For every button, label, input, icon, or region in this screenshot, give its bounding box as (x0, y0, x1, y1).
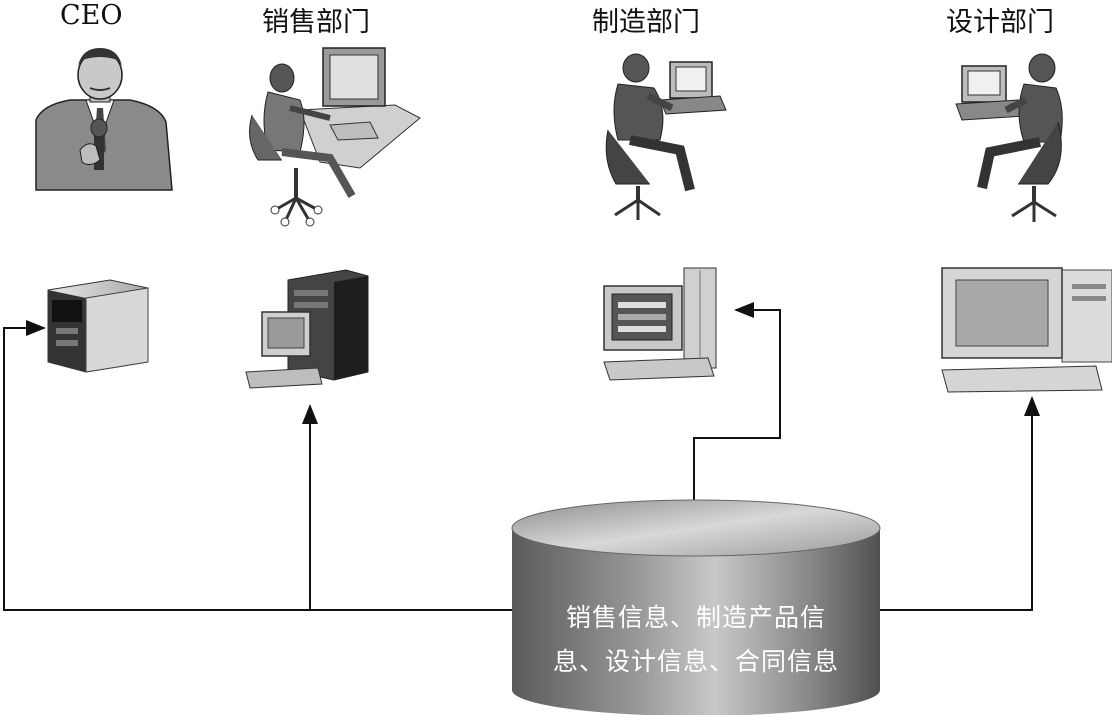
person-at-desk-icon-manufacturing (606, 54, 726, 220)
computer-icon-manufacturing (604, 268, 716, 380)
presenter-icon (36, 48, 172, 190)
workstation-icon (246, 270, 368, 388)
database-label-line1: 销售信息、制造产品信 (512, 596, 880, 640)
server-icon (48, 280, 148, 372)
label-manufacturing-department: 制造部门 (592, 0, 700, 39)
database-label-line2: 息、设计信息、合同信息 (512, 640, 880, 684)
label-ceo: CEO (60, 0, 123, 31)
label-sales-department: 销售部门 (262, 0, 370, 39)
label-design-department: 设计部门 (946, 0, 1054, 39)
computer-icon-design (942, 268, 1112, 392)
line-to-design (878, 398, 1032, 610)
person-at-desk-icon-design (956, 54, 1062, 222)
person-at-desk-icon-sales (250, 48, 420, 226)
